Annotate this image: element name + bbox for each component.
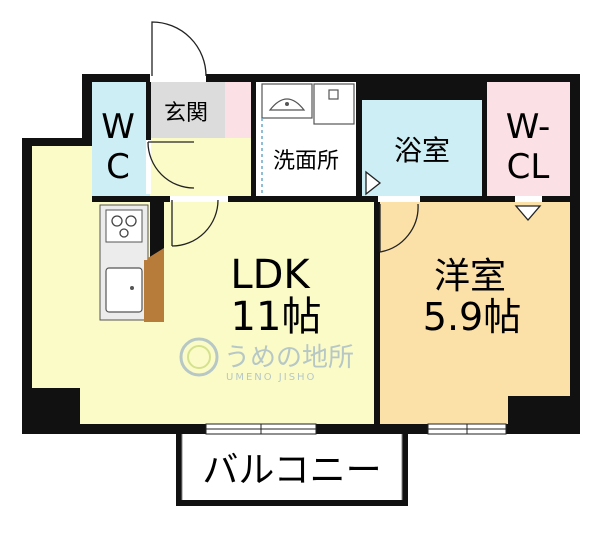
yokushitsu-label: 浴室	[394, 134, 450, 167]
watermark-logo-icon	[179, 337, 219, 377]
ldk-label: LDK	[230, 252, 311, 298]
closet-door-marker	[514, 205, 542, 221]
ldk-door	[171, 199, 219, 247]
yoshitsu-door	[379, 203, 419, 253]
sink-drain	[130, 286, 134, 290]
wc-door	[147, 141, 195, 189]
senmenjo-label: 洗面所	[273, 149, 339, 174]
watermark-roman: UMENO JISHO	[226, 372, 316, 383]
wc-label-bottom: C	[106, 147, 130, 187]
watermark: うめの地所 UMENO JISHO	[179, 337, 354, 383]
inner-walls	[92, 80, 572, 426]
washing-machine-drain	[328, 89, 339, 100]
wcl-label-top: W-	[506, 107, 551, 147]
windows	[205, 423, 507, 435]
ldk-size: 11帖	[231, 294, 322, 340]
wcl-floor	[486, 80, 570, 198]
watermark-name: うめの地所	[224, 343, 354, 373]
washroom-fixtures	[261, 83, 355, 196]
yoshitsu-floor	[375, 200, 570, 425]
wcl-label-bottom: CL	[507, 147, 550, 187]
wc-label-top: W	[101, 107, 135, 147]
washing-machine-area	[313, 83, 355, 125]
genkan-entry-floor	[150, 138, 251, 198]
yoshitsu-label: 洋室	[434, 256, 506, 297]
bath-door-marker	[365, 170, 382, 196]
burner-1	[111, 215, 123, 227]
entrance-door	[151, 21, 207, 77]
kitchen	[99, 204, 164, 322]
washbasin-faucet	[285, 102, 289, 106]
yokushitsu-floor	[362, 100, 482, 198]
genkan-floor	[150, 80, 225, 138]
burner-3	[119, 228, 129, 238]
genkan-step	[225, 80, 251, 138]
balcony-label: バルコニー	[202, 450, 381, 491]
doors	[146, 21, 542, 253]
entrance-door-opening	[150, 74, 206, 82]
yoshitsu-size: 5.9帖	[423, 295, 521, 339]
kitchen-sink	[105, 267, 143, 313]
wc-floor	[92, 80, 150, 198]
kitchen-cabinet-face	[144, 260, 164, 322]
genkan-label: 玄関	[164, 101, 208, 126]
balcony	[176, 434, 408, 506]
balcony-floor	[178, 432, 406, 502]
burner-2	[125, 215, 137, 227]
